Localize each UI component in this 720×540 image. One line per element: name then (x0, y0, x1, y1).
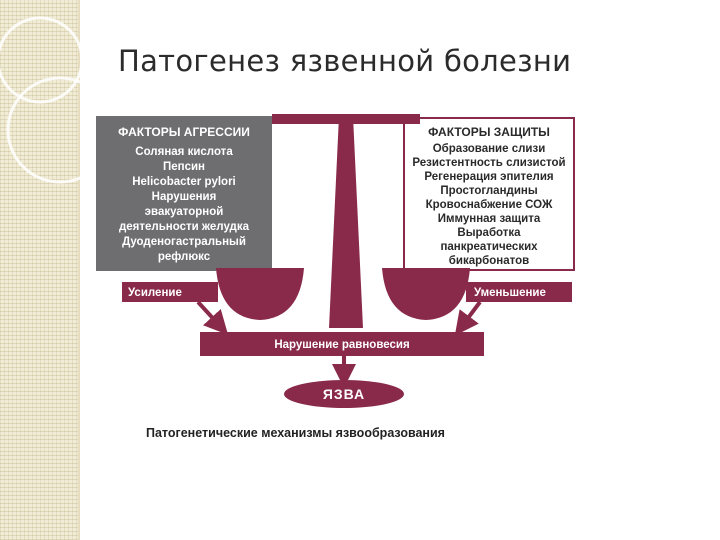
ulcer-ellipse (284, 380, 404, 408)
diagram-caption: Патогенетические механизмы язвообразован… (146, 426, 445, 440)
protection-item: бикарбонатов (449, 255, 529, 267)
aggression-item: Дуоденогастральный (122, 236, 246, 248)
protection-item: панкреатических (440, 241, 538, 253)
protection-item: Регенерация эпителия (424, 171, 553, 183)
decorative-side-strip (0, 0, 80, 540)
balance-scale (216, 114, 470, 328)
aggression-item: Helicobacter pylori (132, 176, 236, 188)
protection-item: Простогландины (440, 185, 538, 197)
protection-item: Иммунная защита (438, 213, 541, 225)
aggression-item: эвакуаторной (145, 206, 224, 218)
arrow-right (454, 300, 482, 336)
aggression-item: деятельности желудка (119, 221, 250, 233)
scale-pan-left (216, 268, 304, 320)
protection-item: Образование слизи (433, 143, 546, 155)
aggression-item: Пепсин (163, 161, 205, 173)
aggression-item: рефлюкс (158, 251, 211, 263)
imbalance-label: Нарушение равновесия (274, 339, 409, 351)
protection-item: Резистентность слизистой (412, 157, 565, 169)
slide-title: Патогенез язвенной болезни (118, 44, 572, 78)
protection-item: Выработка (457, 227, 521, 239)
imbalance-bar (200, 332, 484, 356)
protection-heading: ФАКТОРЫ ЗАЩИТЫ (428, 125, 550, 139)
aggression-factors-box (96, 116, 272, 271)
protection-item: Кровоснабжение СОЖ (426, 199, 553, 211)
decrease-bar (466, 282, 572, 302)
arrow-left (196, 300, 229, 335)
aggression-item: Соляная кислота (135, 146, 233, 158)
decrease-label: Уменьшение (474, 287, 546, 299)
decorative-circles (0, 16, 80, 184)
scale-pan-right (382, 268, 470, 320)
protection-factors-box (403, 117, 575, 271)
ulcer-label: ЯЗВА (323, 386, 365, 402)
aggression-item: Нарушения (152, 191, 217, 203)
increase-bar (122, 282, 218, 302)
scale-pillar (329, 116, 363, 328)
increase-label: Усиление (128, 287, 182, 299)
aggression-heading: ФАКТОРЫ АГРЕССИИ (118, 125, 250, 139)
